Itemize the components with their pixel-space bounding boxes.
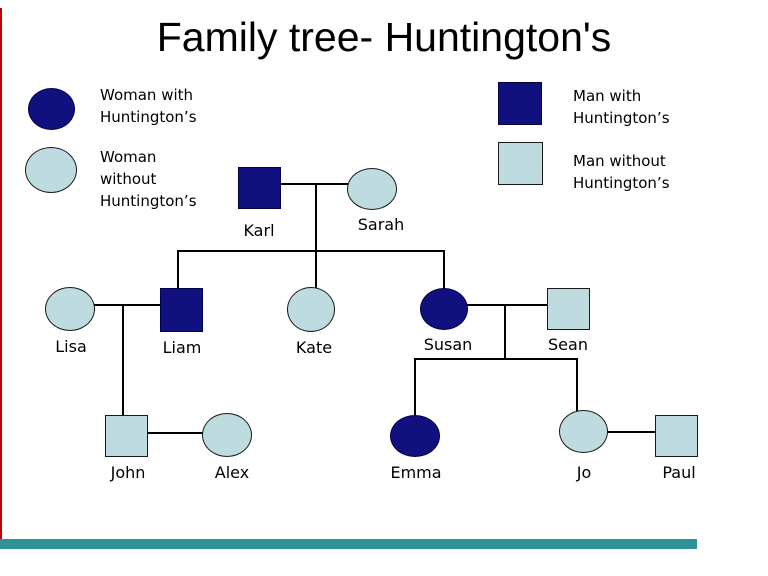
legend-man-affected-icon [498, 82, 542, 125]
alex-node [202, 413, 252, 457]
liam-descent-stub [177, 250, 179, 290]
john-alex-marriage-line [147, 432, 203, 434]
emma-descent-stub [414, 358, 416, 416]
left-accent-bar [0, 8, 2, 539]
legend-man-unaffected-icon [498, 142, 543, 185]
jo-label: Jo [576, 463, 592, 482]
liam-node [160, 288, 203, 332]
susan-sean-marriage-line [466, 304, 549, 306]
susan-label: Susan [423, 335, 473, 354]
emma-node [390, 415, 440, 457]
page-title: Family tree- Huntington's [156, 14, 612, 60]
legend-woman-unaffected-label: Woman without Huntington’s [100, 148, 197, 210]
karl-label: Karl [243, 221, 275, 240]
john-descent-line [122, 304, 124, 416]
bottom-accent-bar [0, 539, 697, 549]
jo-paul-marriage-line [607, 431, 656, 433]
jo-node [559, 410, 608, 453]
alex-label: Alex [214, 463, 250, 482]
susan-sean-descent-line [504, 304, 506, 360]
john-label: John [110, 463, 146, 482]
susan-node [420, 288, 468, 330]
karl-node [238, 167, 281, 209]
sarah-label: Sarah [357, 215, 405, 234]
lisa-label: Lisa [55, 337, 87, 356]
sean-node [547, 288, 590, 330]
legend-woman-affected-icon [28, 88, 75, 130]
center-descent-line [315, 183, 317, 291]
sibling-rail-generation2 [177, 250, 445, 252]
kate-label: Kate [295, 338, 333, 357]
karl-sarah-marriage-line [280, 183, 348, 185]
paul-label: Paul [662, 463, 696, 482]
lisa-liam-marriage-line [93, 304, 162, 306]
susan-descent-stub [443, 250, 445, 290]
legend-woman-affected-label: Woman with Huntington’s [100, 86, 197, 126]
paul-node [655, 415, 698, 457]
lisa-node [45, 287, 95, 331]
liam-label: Liam [162, 338, 202, 357]
legend-man-unaffected-label: Man without Huntington’s [573, 152, 670, 192]
john-node [105, 415, 148, 457]
legend-woman-unaffected-icon [25, 147, 77, 193]
sibling-rail-generation3 [414, 358, 578, 360]
legend-man-affected-label: Man with Huntington’s [573, 87, 670, 127]
jo-descent-stub [576, 358, 578, 412]
emma-label: Emma [390, 463, 442, 482]
sarah-node [347, 168, 397, 210]
kate-node [287, 287, 335, 332]
sean-label: Sean [548, 335, 588, 354]
